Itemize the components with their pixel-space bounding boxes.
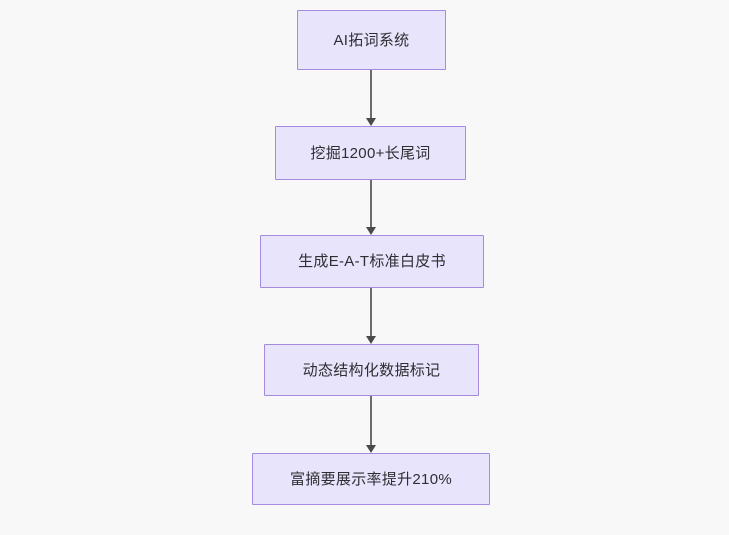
flow-node-mine-longtail-keywords[interactable]: 挖掘1200+长尾词 [275, 126, 466, 180]
flow-node-ai-keyword-system[interactable]: AI拓词系统 [297, 10, 446, 70]
arrow-head-icon [366, 336, 376, 344]
flow-node-generate-eat-whitepaper[interactable]: 生成E-A-T标准白皮书 [260, 235, 484, 288]
arrow-head-icon [366, 118, 376, 126]
flow-node-dynamic-structured-data-markup[interactable]: 动态结构化数据标记 [264, 344, 479, 396]
flow-node-label: AI拓词系统 [333, 31, 410, 49]
flow-edge-line [370, 70, 372, 118]
flow-node-rich-snippet-impression-uplift[interactable]: 富摘要展示率提升210% [252, 453, 490, 505]
flow-node-label: 动态结构化数据标记 [302, 361, 441, 379]
flow-node-label: 富摘要展示率提升210% [290, 470, 452, 488]
flow-edge-line [370, 396, 372, 445]
flow-node-label: 挖掘1200+长尾词 [310, 144, 431, 162]
flow-edge-line [370, 288, 372, 336]
arrow-head-icon [366, 227, 376, 235]
flow-edge-line [370, 180, 372, 227]
arrow-head-icon [366, 445, 376, 453]
flow-node-label: 生成E-A-T标准白皮书 [298, 253, 446, 270]
